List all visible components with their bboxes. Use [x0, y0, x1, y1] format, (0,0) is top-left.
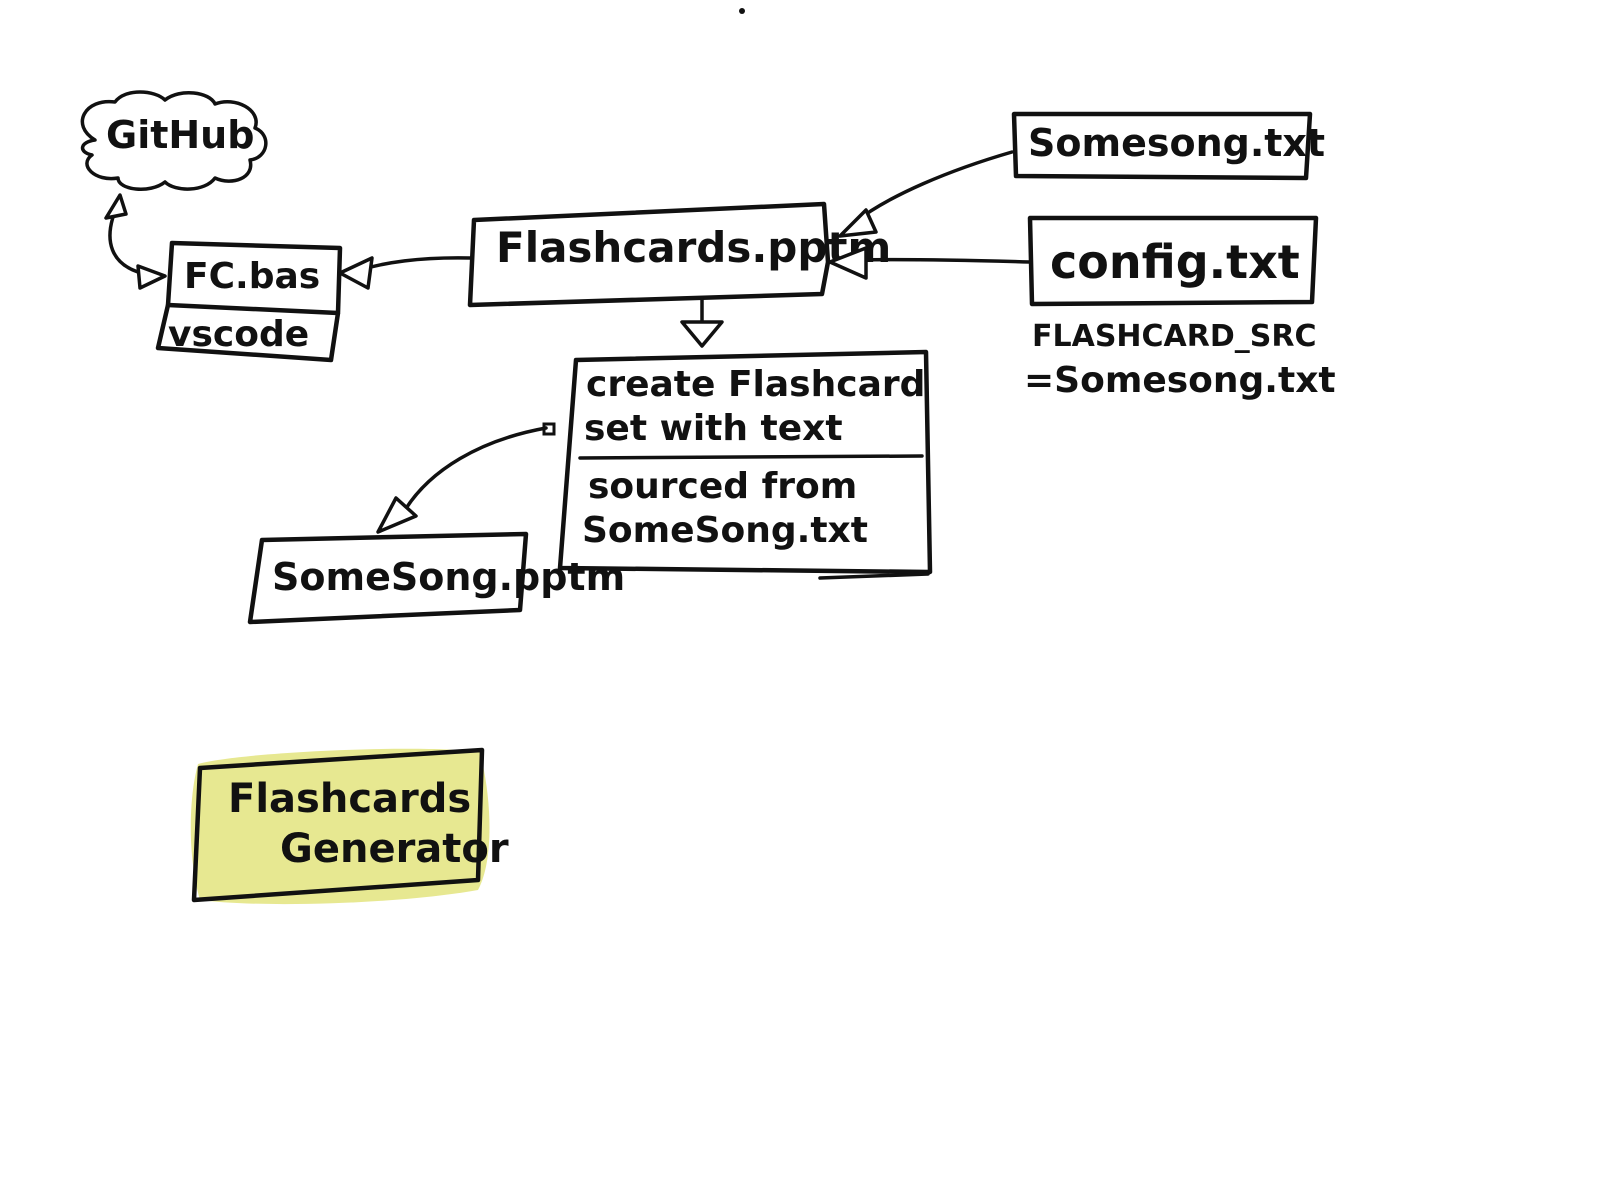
arrowhead-to-create: [680, 320, 724, 348]
flashcards-pptm-label: Flashcards.pptm: [496, 223, 891, 272]
somesong-pptm-node: SomeSong.pptm: [247, 531, 625, 625]
create-flashcard-node: create Flashcard set with text sourced f…: [557, 349, 933, 580]
edge-github-fcbas: [104, 193, 167, 290]
fcbas-node: FC.bas vscode: [155, 240, 343, 363]
arrowhead-to-fcbas-from-pptm: [338, 256, 374, 290]
config-note-line2: =Somesong.txt: [1024, 360, 1336, 401]
arrowhead-to-github: [104, 193, 128, 220]
vscode-label: vscode: [168, 314, 309, 355]
title-highlight: [190, 748, 490, 905]
config-txt-label: config.txt: [1050, 235, 1300, 289]
stray-dot: [739, 8, 745, 14]
title-line2: Generator: [280, 826, 509, 872]
config-note-line1: FLASHCARD_SRC: [1032, 319, 1317, 354]
title-line1: Flashcards: [228, 776, 471, 822]
flashcards-pptm-node: Flashcards.pptm: [467, 201, 891, 308]
create-line2: set with text: [584, 408, 843, 449]
github-node: GitHub: [80, 90, 268, 191]
create-line1: create Flashcard: [586, 364, 925, 405]
somesong-txt-label: Somesong.txt: [1028, 121, 1325, 165]
edge-flashcards-create: [680, 296, 724, 348]
config-txt-node: config.txt: [1027, 215, 1319, 307]
edge-config-flashcards: [828, 246, 1032, 280]
edge-flashcards-fcbas: [338, 256, 472, 290]
arrowhead-to-somesong-pptm: [376, 496, 418, 534]
somesong-txt-node: Somesong.txt: [1011, 111, 1325, 181]
edge-create-somesong-pptm: [376, 422, 556, 534]
fcbas-label: FC.bas: [184, 256, 320, 297]
arrowhead-to-fcbas: [136, 264, 167, 290]
github-label: GitHub: [106, 113, 254, 157]
create-line3: sourced from: [588, 466, 857, 507]
arrowhead-to-flashcards-from-config: [828, 246, 868, 280]
arrowhead-to-flashcards-from-somesong: [838, 208, 878, 238]
title-node: Flashcards Generator: [190, 747, 509, 905]
config-note: FLASHCARD_SRC =Somesong.txt: [1024, 319, 1336, 401]
somesong-pptm-label: SomeSong.pptm: [272, 555, 625, 599]
create-line4: SomeSong.txt: [582, 510, 868, 551]
github-cloud-shape: [80, 90, 268, 191]
edge-somesong-flashcards: [838, 150, 1014, 238]
